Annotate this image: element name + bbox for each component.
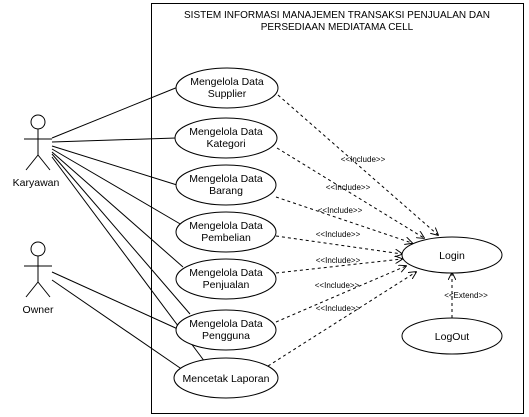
assoc-karyawan-supplier (51, 86, 179, 139)
use-case-ellipse (173, 357, 279, 399)
dependency-arrows (267, 94, 452, 367)
use-case-pengguna: Mengelola Data Pengguna (175, 309, 277, 351)
actor-owner (24, 241, 52, 298)
karyawan-associations (51, 86, 206, 363)
system-boundary (151, 3, 524, 414)
actor-karyawan-label: Karyawan (13, 177, 60, 189)
assoc-karyawan-pengguna (51, 153, 191, 315)
use-case-label: Penjualan (203, 279, 250, 291)
include-label-barang: <<Include>> (318, 206, 363, 215)
actor-karyawan (24, 114, 52, 171)
use-case-label: Supplier (208, 88, 247, 100)
use-case-label: Mencetak Laporan (183, 373, 270, 385)
owner-associations (51, 271, 184, 371)
use-case-pembelian: Mengelola Data Pembelian (175, 211, 277, 253)
actor-leg-right (37, 281, 51, 298)
use-case-ellipse (175, 309, 277, 351)
assoc-owner-laporan (51, 279, 184, 371)
assoc-karyawan-barang (51, 145, 178, 186)
use-case-label: Mengelola Data (189, 173, 263, 185)
use-case-ellipse (174, 117, 278, 159)
include-label-supplier: <<Include>> (341, 155, 386, 164)
include-label-kategori: <<Include>> (326, 183, 371, 192)
assoc-karyawan-penjualan (51, 151, 184, 268)
use-case-ellipse (175, 258, 277, 300)
include-label-pengguna: <<Include>> (315, 281, 360, 290)
actor-leg-left (25, 154, 39, 171)
use-case-login: Login (401, 236, 503, 274)
use-case-supplier: Mengelola Data Supplier (175, 67, 279, 109)
include-arrow-pengguna (275, 266, 406, 323)
actor-leg-right (37, 154, 51, 171)
use-case-label: Pengguna (202, 330, 250, 342)
use-case-label: Mengelola Data (189, 318, 263, 330)
use-case-kategori: Mengelola Data Kategori (174, 117, 278, 159)
include-arrow-laporan (267, 272, 416, 367)
system-title-line-2: PERSEDIAAN MEDIATAMA CELL (261, 22, 414, 33)
use-case-ellipse (175, 67, 279, 109)
use-case-label: Mengelola Data (190, 76, 264, 88)
use-case-label: Barang (209, 185, 243, 197)
assoc-karyawan-pembelian (51, 148, 183, 226)
use-case-logout: LogOut (401, 317, 503, 355)
actor-head (30, 241, 46, 257)
use-case-label: Mengelola Data (189, 126, 263, 138)
assoc-karyawan-kategori (51, 137, 177, 143)
use-case-label: LogOut (435, 331, 470, 343)
use-case-label: Mengelola Data (189, 267, 263, 279)
extend-label-logout: <<Extend>> (444, 291, 488, 300)
include-label-penjualan: <<Include>> (316, 256, 361, 265)
use-case-label: Mengelola Data (189, 220, 263, 232)
actor-owner-label: Owner (23, 304, 54, 316)
use-case-ellipse (401, 317, 503, 355)
assoc-owner-pengguna (51, 271, 181, 331)
system-title-line-1: SISTEM INFORMASI MANAJEMEN TRANSAKSI PEN… (184, 10, 490, 21)
use-case-ellipse (175, 164, 277, 206)
use-case-laporan: Mencetak Laporan (173, 357, 279, 399)
include-arrow-kategori (276, 147, 424, 238)
use-case-label: Kategori (206, 138, 245, 150)
actor-head (30, 114, 46, 130)
use-case-ellipse (401, 236, 503, 274)
include-label-laporan: <<Include>> (316, 304, 361, 313)
use-case-label: Login (439, 250, 465, 262)
use-case-barang: Mengelola Data Barang (175, 164, 277, 206)
include-label-pembelian: <<Include>> (316, 230, 361, 239)
use-case-label: Pembelian (201, 232, 251, 244)
use-case-ellipse (175, 211, 277, 253)
relation-labels: <<Include>> <<Include>> <<Include>> <<In… (315, 155, 488, 313)
use-case-penjualan: Mengelola Data Penjualan (175, 258, 277, 300)
actor-leg-left (25, 281, 39, 298)
